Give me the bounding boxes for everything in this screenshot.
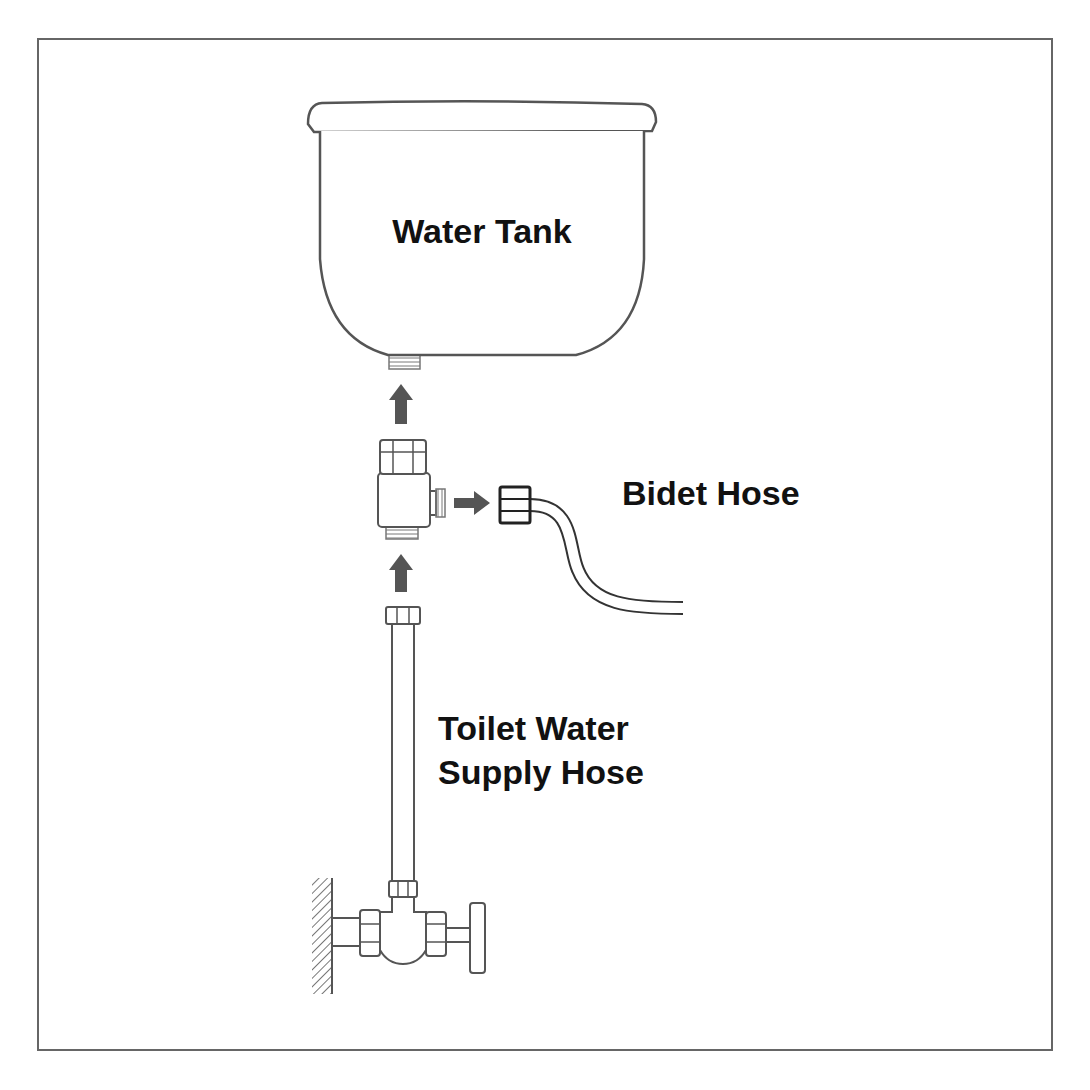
supply-hose xyxy=(386,607,420,897)
tank-inlet xyxy=(389,355,420,369)
shutoff-valve xyxy=(312,878,485,994)
tee-valve xyxy=(378,440,445,539)
frame xyxy=(38,39,1052,1050)
tank-node: Water Tank xyxy=(306,98,658,358)
supply-label: Toilet Water Supply Hose xyxy=(438,707,700,794)
node-label: Water Tank xyxy=(392,210,571,254)
hose-label: Bidet Hose xyxy=(622,472,800,516)
